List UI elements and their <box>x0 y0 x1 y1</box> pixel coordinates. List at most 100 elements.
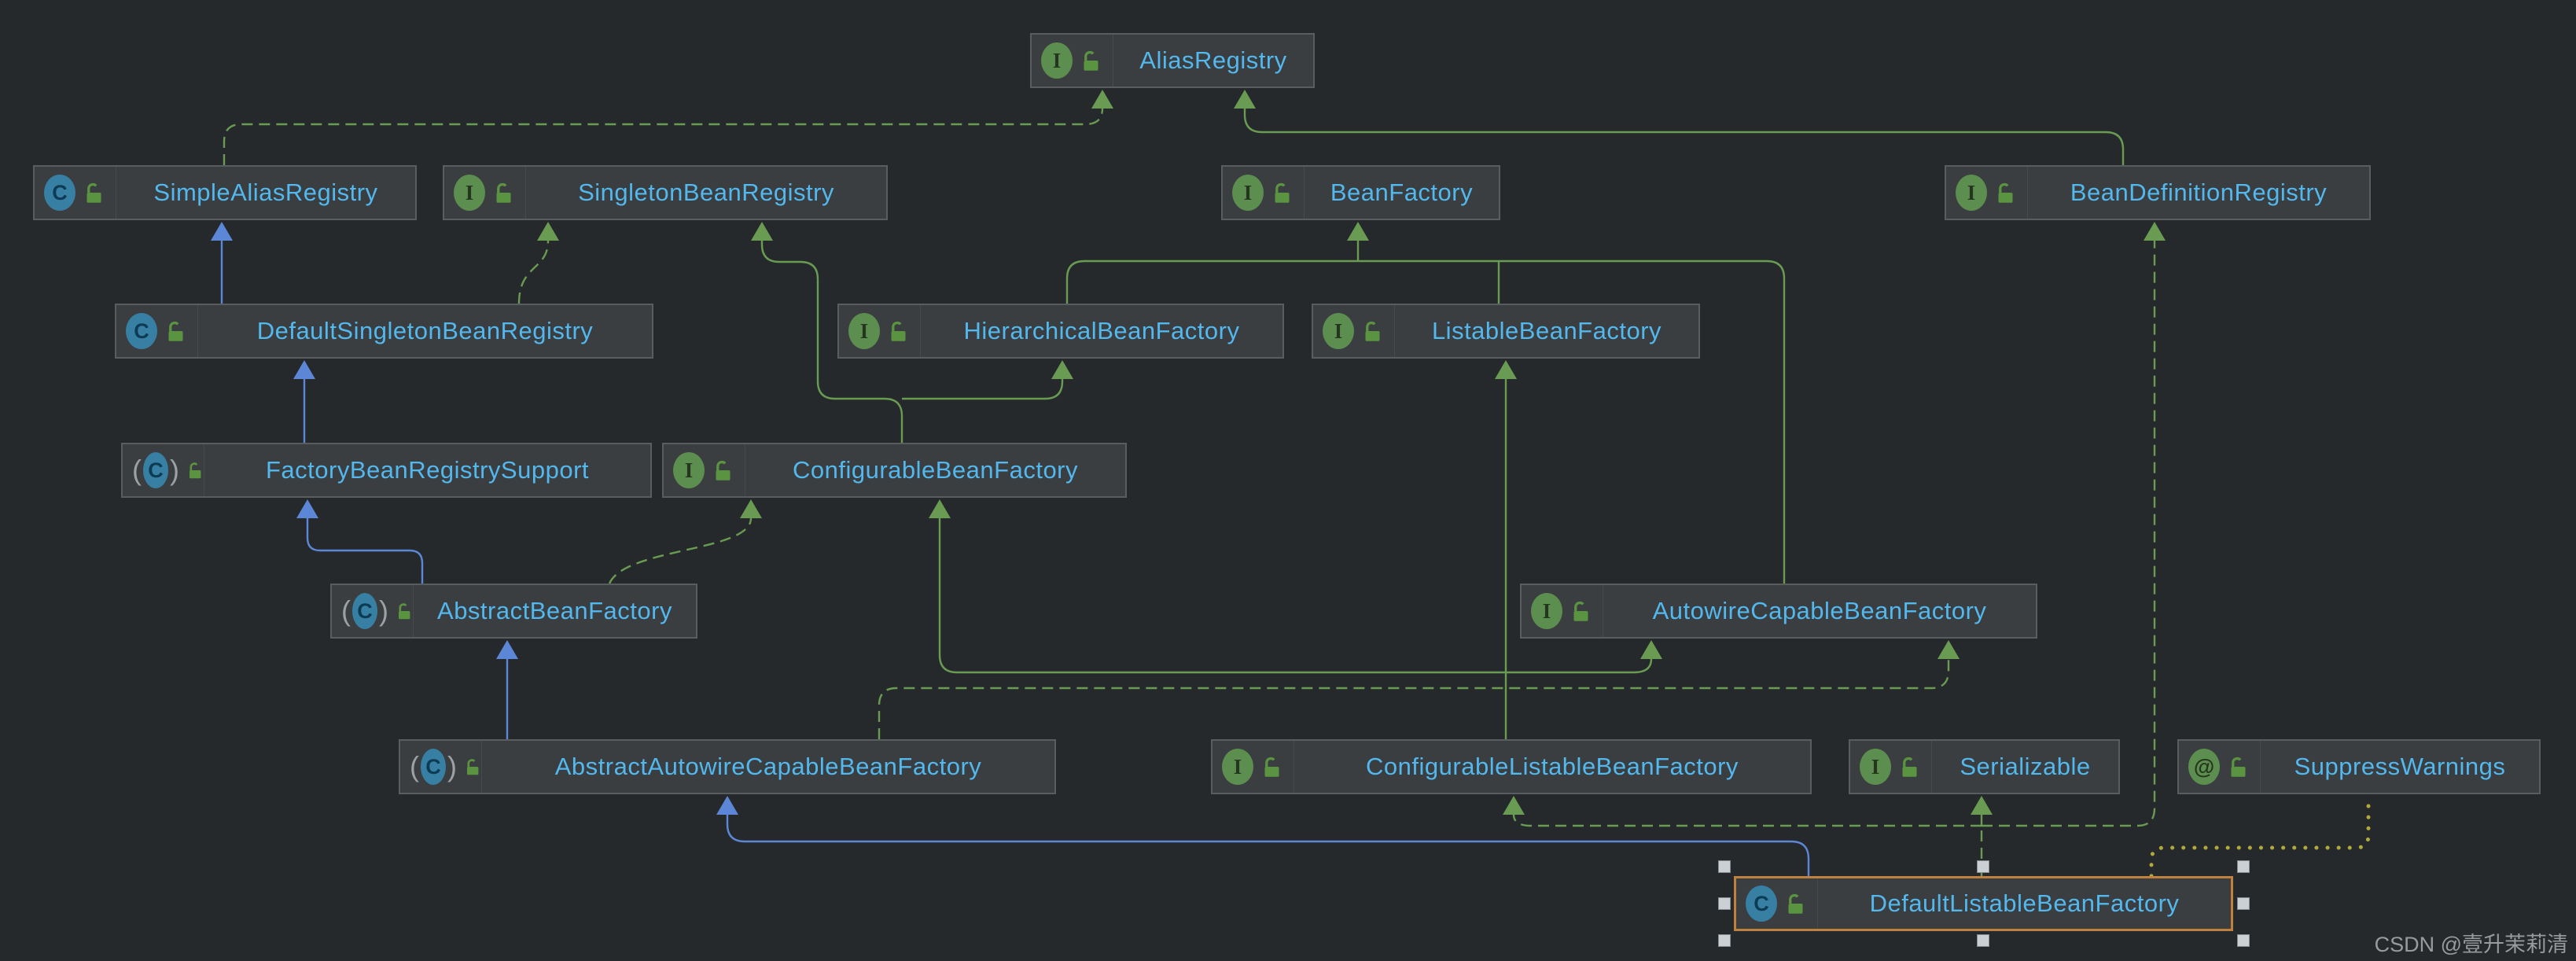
selection-handle-middle-right[interactable] <box>2237 897 2250 910</box>
public-unlocked-icon <box>1902 757 1917 777</box>
arrowhead <box>1938 640 1960 659</box>
public-unlocked-icon <box>891 321 906 341</box>
node-label: BeanFactory <box>1330 179 1474 206</box>
node-defaultlistablebeanfactory[interactable]: C DefaultListableBeanFactory <box>1734 876 2233 931</box>
node-label: SuppressWarnings <box>2294 753 2506 780</box>
edge-defaultsingletonbeanregistry-implements-singletonbeanregistry[interactable] <box>517 222 559 304</box>
edge-defaultsingletonbeanregistry-extends-simplealiasregistry[interactable] <box>211 222 233 304</box>
node-listablebeanfactory[interactable]: I ListableBeanFactory <box>1312 304 1700 359</box>
node-aliasregistry[interactable]: I AliasRegistry <box>1030 33 1315 88</box>
arrowhead <box>1347 222 1369 241</box>
node-label: ConfigurableListableBeanFactory <box>1366 753 1739 780</box>
edge-beandefinitionregistry-extends-aliasregistry[interactable] <box>1234 90 2125 165</box>
node-label: AliasRegistry <box>1139 46 1287 74</box>
edge-defaultlistablebeanfactory-implements-clbf-serializable-beandefinitionregistry[interactable] <box>1503 222 2166 876</box>
node-configurablebeanfactory[interactable]: I ConfigurableBeanFactory <box>662 443 1127 498</box>
node-label: ConfigurableBeanFactory <box>792 456 1079 484</box>
public-unlocked-icon <box>716 460 730 480</box>
arrowhead <box>537 222 559 241</box>
arrowhead <box>751 222 773 241</box>
interface-icon: I <box>848 313 880 349</box>
watermark: CSDN @壹升茉莉清 <box>2374 933 2568 956</box>
selection-handle-middle-left[interactable] <box>1718 897 1731 910</box>
node-suppresswarnings[interactable]: @ SuppressWarnings <box>2177 739 2541 794</box>
arrowhead <box>1503 796 1525 815</box>
edge-configurablebeanfactory-extends-singletonbeanregistry-and-hierarchicalbeanfactory[interactable] <box>751 222 1073 443</box>
class-icon: C <box>126 313 157 349</box>
arrowhead <box>2144 222 2166 241</box>
public-unlocked-icon <box>1998 182 2013 203</box>
abstract-class-icon: C <box>352 593 377 629</box>
abstract-class-icon: C <box>143 452 168 488</box>
selection-handle-top-left[interactable] <box>1718 860 1731 873</box>
node-abstractbeanfactory[interactable]: (C) AbstractBeanFactory <box>330 584 697 639</box>
interface-icon: I <box>1531 593 1562 629</box>
node-simplealiasregistry[interactable]: C SimpleAliasRegistry <box>33 165 417 220</box>
edge-abstractbeanfactory-extends-factorybeanregistrysupport[interactable] <box>296 499 424 584</box>
public-unlocked-icon <box>399 603 410 620</box>
public-unlocked-icon <box>467 759 479 775</box>
node-autowirecapablebeanfactory[interactable]: I AutowireCapableBeanFactory <box>1520 584 2037 639</box>
arrowhead <box>1234 90 1256 109</box>
edge-bus-hierarchical-listable-autowire-to-beanfactory[interactable] <box>1065 222 1786 584</box>
node-beandefinitionregistry[interactable]: I BeanDefinitionRegistry <box>1945 165 2371 220</box>
node-factorybeanregistrysupport[interactable]: (C) FactoryBeanRegistrySupport <box>121 443 652 498</box>
public-unlocked-icon <box>86 182 101 203</box>
node-label: DefaultListableBeanFactory <box>1869 889 2180 917</box>
public-unlocked-icon <box>1573 601 1588 621</box>
node-label: SingletonBeanRegistry <box>578 179 834 206</box>
arrowhead <box>1091 90 1113 109</box>
public-unlocked-icon <box>1365 321 1380 341</box>
node-label: HierarchicalBeanFactory <box>963 317 1240 344</box>
arrowhead <box>496 640 518 659</box>
edge-configurablelistablebeanfactory-extends-listable-autowire-configurable[interactable] <box>929 360 1662 739</box>
node-abstractautowirecapablebeanfactory[interactable]: (C) AbstractAutowireCapableBeanFactory <box>399 739 1056 794</box>
interface-icon: I <box>1860 749 1891 785</box>
arrowhead <box>1495 360 1517 379</box>
node-label: AbstractAutowireCapableBeanFactory <box>554 753 982 780</box>
arrowhead <box>293 360 315 379</box>
selection-handle-top-right[interactable] <box>2237 860 2250 873</box>
annotation-icon: @ <box>2188 749 2220 785</box>
interface-icon: I <box>1232 175 1264 211</box>
interface-icon: I <box>454 175 485 211</box>
interface-icon: I <box>1323 313 1354 349</box>
node-hierarchicalbeanfactory[interactable]: I HierarchicalBeanFactory <box>837 304 1284 359</box>
edge-defaultlistablebeanfactory-annotated-suppresswarnings[interactable] <box>2149 793 2371 878</box>
edge-simplealiasregistry-implements-aliasregistry[interactable] <box>223 90 1113 165</box>
public-unlocked-icon <box>1275 182 1290 203</box>
node-label: DefaultSingletonBeanRegistry <box>256 317 594 344</box>
edge-defaultlistablebeanfactory-extends-abstractautowirecapablebeanfactory[interactable] <box>716 796 1810 876</box>
node-defaultsingletonbeanregistry[interactable]: C DefaultSingletonBeanRegistry <box>115 304 653 359</box>
node-configurablelistablebeanfactory[interactable]: I ConfigurableListableBeanFactory <box>1211 739 1812 794</box>
arrowhead <box>296 499 318 518</box>
public-unlocked-icon <box>496 182 511 203</box>
edge-abstractautowirecapablebeanfactory-extends-abstractbeanfactory[interactable] <box>496 640 518 739</box>
node-serializable[interactable]: I Serializable <box>1849 739 2120 794</box>
public-unlocked-icon <box>2231 757 2246 777</box>
node-label: AbstractBeanFactory <box>437 597 672 624</box>
edge-factorybeanregistrysupport-extends-defaultsingletonbeanregistry[interactable] <box>293 360 315 443</box>
interface-icon: I <box>1956 175 1987 211</box>
arrowhead <box>1640 640 1662 659</box>
selection-handle-top-center[interactable] <box>1977 860 1989 873</box>
node-singletonbeanregistry[interactable]: I SingletonBeanRegistry <box>443 165 888 220</box>
selection-handle-bottom-left[interactable] <box>1718 934 1731 947</box>
node-label: FactoryBeanRegistrySupport <box>265 456 590 484</box>
public-unlocked-icon <box>190 462 201 479</box>
abstract-class-icon: C <box>421 749 446 785</box>
node-beanfactory[interactable]: I BeanFactory <box>1221 165 1500 220</box>
arrowhead <box>929 499 951 518</box>
public-unlocked-icon <box>1788 893 1803 914</box>
class-icon: C <box>1746 886 1777 922</box>
interface-icon: I <box>673 452 705 488</box>
arrowhead <box>740 499 762 518</box>
node-label: ListableBeanFactory <box>1431 317 1662 344</box>
selection-handle-bottom-center[interactable] <box>1977 934 1989 947</box>
edge-abstractautowirecapablebeanfactory-implements-autowirecapablebeanfactory[interactable] <box>878 640 1960 739</box>
edge-abstractbeanfactory-implements-configurablebeanfactory[interactable] <box>608 499 762 584</box>
selection-handle-bottom-right[interactable] <box>2237 934 2250 947</box>
public-unlocked-icon <box>168 321 183 341</box>
